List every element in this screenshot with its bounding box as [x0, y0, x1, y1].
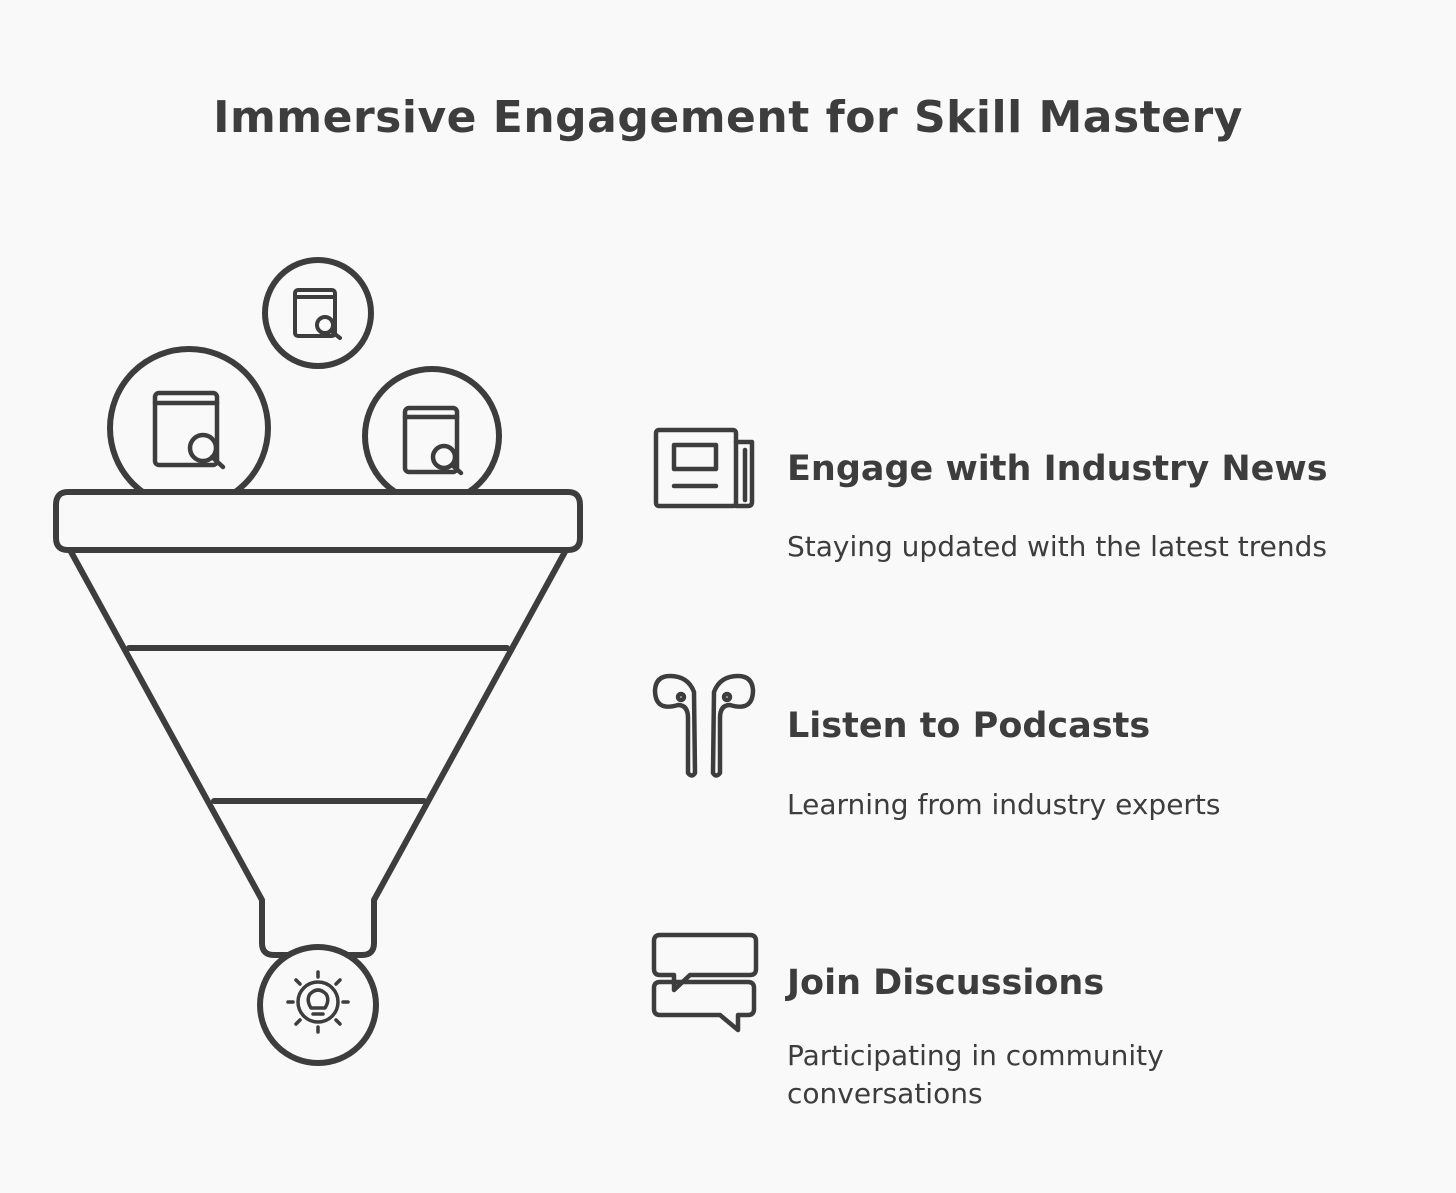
item-description-podcasts: Learning from industry experts — [787, 788, 1221, 821]
book-search-icon — [262, 257, 374, 369]
book-search-icon — [107, 346, 271, 510]
funnel-rim — [53, 489, 583, 553]
newspaper-icon — [653, 427, 755, 509]
output-circle — [257, 944, 379, 1066]
item-heading-news: Engage with Industry News — [787, 449, 1328, 489]
gear-lightbulb-icon — [257, 944, 379, 1066]
item-description-news: Staying updated with the latest trends — [787, 530, 1327, 563]
input-circle — [107, 346, 271, 510]
item-description-discussions: Participating in community conversations — [787, 1039, 1164, 1110]
funnel-body — [67, 547, 569, 958]
input-circle — [262, 257, 374, 369]
earbuds-icon — [652, 673, 756, 778]
item-heading-podcasts: Listen to Podcasts — [787, 706, 1151, 746]
diagram-title: Immersive Engagement for Skill Mastery — [213, 92, 1243, 143]
input-circle — [362, 366, 502, 506]
book-search-icon — [362, 366, 502, 506]
item-heading-discussions: Join Discussions — [787, 963, 1105, 1003]
chat-bubbles-icon — [651, 932, 759, 1033]
